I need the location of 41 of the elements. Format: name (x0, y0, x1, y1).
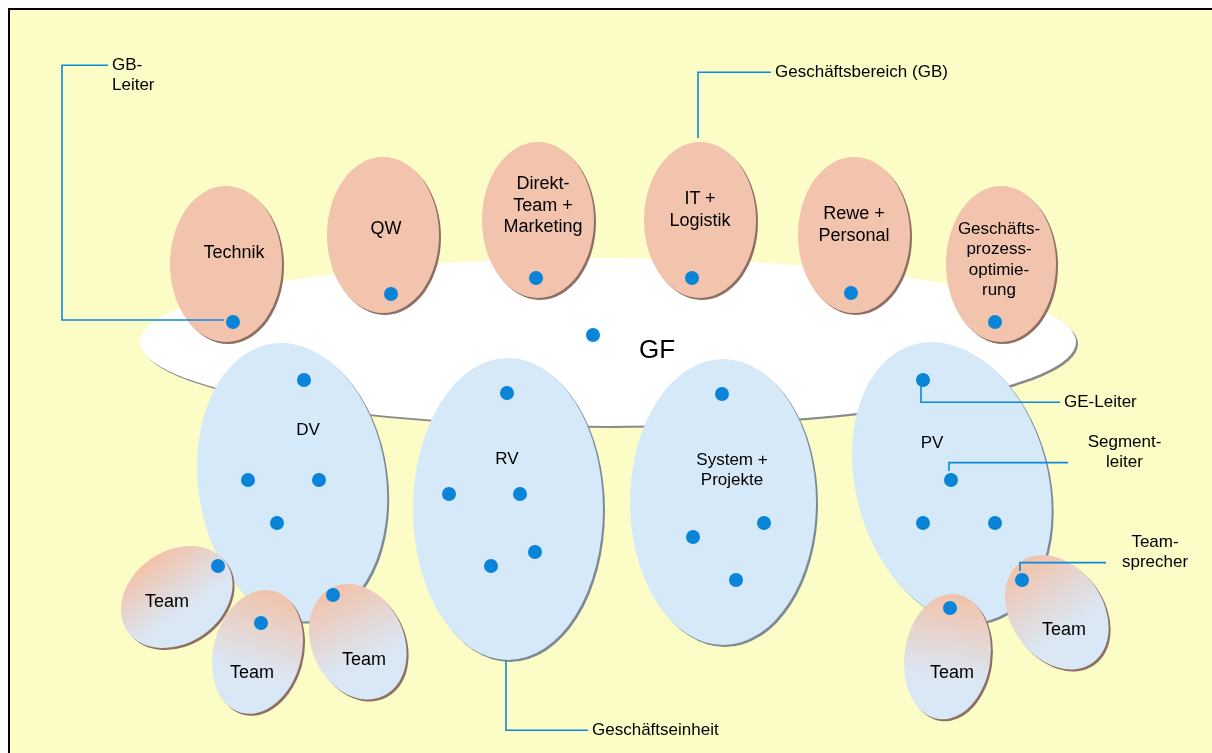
unit-label: IT + Logistik (668, 188, 732, 232)
leader-line (1019, 561, 1107, 572)
callout-label: GB- Leiter (112, 55, 182, 96)
business-area-ellipse (642, 140, 758, 300)
leader-line (697, 71, 772, 139)
callout-label: Team- sprecher (1110, 532, 1200, 573)
unit-label: Team (228, 662, 275, 684)
business-unit-ellipse (411, 356, 605, 662)
team-ellipse (901, 592, 993, 722)
leader-line (505, 659, 589, 731)
business-area-ellipse (480, 140, 596, 300)
business-area-ellipse (944, 184, 1058, 344)
leader-line (61, 64, 225, 321)
team-ellipse (119, 544, 235, 650)
team-ellipse (210, 588, 306, 716)
unit-label: Team (928, 662, 975, 684)
unit-label: Geschäfts- prozess- optimie- rung (956, 219, 1042, 301)
management-label: GF (637, 334, 677, 366)
unit-label: Team (340, 649, 387, 671)
business-area-ellipse (796, 155, 912, 315)
callout-label: Segment- leiter (1072, 432, 1177, 473)
unit-label: Rewe + Personal (817, 203, 891, 247)
unit-label: System + Projekte (695, 449, 769, 491)
unit-label: QW (369, 218, 403, 240)
unit-label: PV (919, 432, 945, 454)
leader-line (948, 461, 1069, 472)
unit-label: Team (1040, 619, 1087, 641)
unit-label: DV (295, 419, 321, 441)
business-area-ellipse (168, 184, 284, 344)
business-area-ellipse (325, 155, 441, 315)
business-unit-ellipse (628, 357, 818, 647)
callout-label: Geschäftseinheit (592, 720, 792, 741)
team-ellipse (307, 582, 409, 702)
callout-label: Geschäftsbereich (GB) (775, 62, 1035, 83)
leader-line (920, 384, 1061, 403)
unit-label: Team (143, 591, 190, 613)
team-ellipse (1003, 552, 1111, 672)
callout-label: GE-Leiter (1064, 392, 1174, 413)
unit-label: RV (494, 448, 520, 470)
unit-label: Technik (202, 242, 266, 264)
unit-label: Direkt- Team + Marketing (502, 172, 584, 238)
